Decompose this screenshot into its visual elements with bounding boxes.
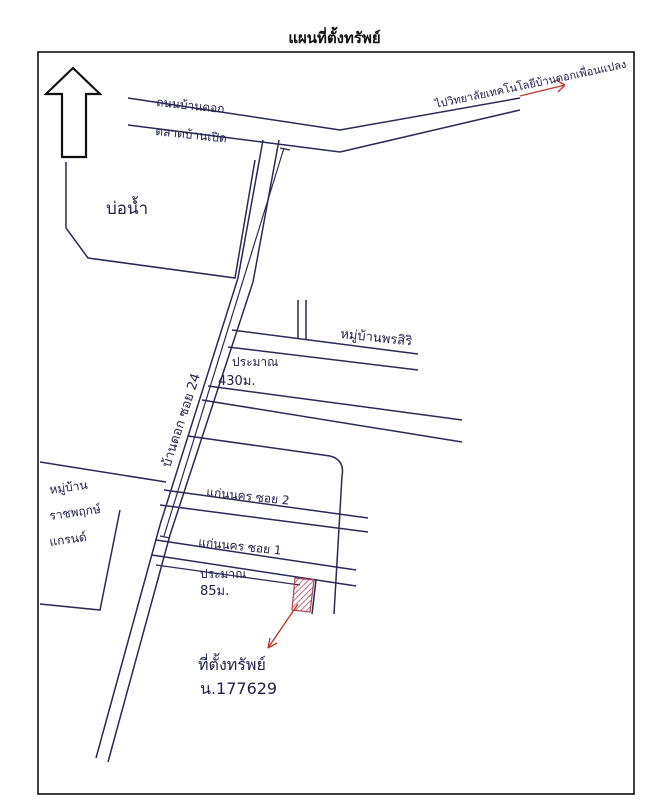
soi-1-road xyxy=(151,539,357,587)
property-parcel xyxy=(291,577,315,613)
label-market-road: ตลาดบ้านเปิด xyxy=(155,124,228,145)
label-village-west-3: แกรนด์ xyxy=(48,530,87,549)
property-pointer-icon xyxy=(267,603,299,649)
map-frame xyxy=(37,51,635,795)
pond-outline xyxy=(65,159,256,279)
label-to-university: ไปวิทยาลัยเทคโนโลยีบ้านดอกเพื่อนแปลง xyxy=(433,56,628,111)
label-distance-soi-value: 85ม. xyxy=(200,584,229,599)
main-soi-road xyxy=(95,139,280,763)
label-deed: น.177629 xyxy=(200,679,277,698)
label-top-road: ถนนบ้านดอก xyxy=(156,95,226,116)
distance-line-soi xyxy=(155,564,301,586)
label-distance-main: ประมาณ xyxy=(232,355,278,369)
label-pond: บ่อน้ำ xyxy=(106,196,148,219)
direction-arrow-icon xyxy=(519,79,566,97)
road-middle xyxy=(201,385,463,443)
label-village-west-2: ราชพฤกษ์ xyxy=(48,502,101,523)
loop-road xyxy=(187,435,344,615)
north-arrow-icon xyxy=(43,66,103,159)
label-village-west-1: หมู่บ้าน xyxy=(48,478,88,498)
distance-line-main xyxy=(163,147,285,537)
soi-2-road xyxy=(159,489,369,533)
label-soi-1: แก่นนคร ซอย 1 xyxy=(198,535,283,558)
property-road xyxy=(311,579,317,615)
label-soi-2: แก่นนคร ซอย 2 xyxy=(206,485,291,508)
road-village-north xyxy=(227,300,419,371)
village-west-boundary xyxy=(39,461,167,611)
top-road xyxy=(127,97,521,153)
label-distance-main-value: 430ม. xyxy=(218,374,256,389)
label-village-north: หมู่บ้านพรสิริ xyxy=(340,327,413,349)
label-distance-soi: ประมาณ xyxy=(200,567,246,581)
label-property: ที่ตั้งทรัพย์ xyxy=(198,653,266,674)
page-title: แผนที่ตั้งทรัพย์ xyxy=(288,29,381,47)
